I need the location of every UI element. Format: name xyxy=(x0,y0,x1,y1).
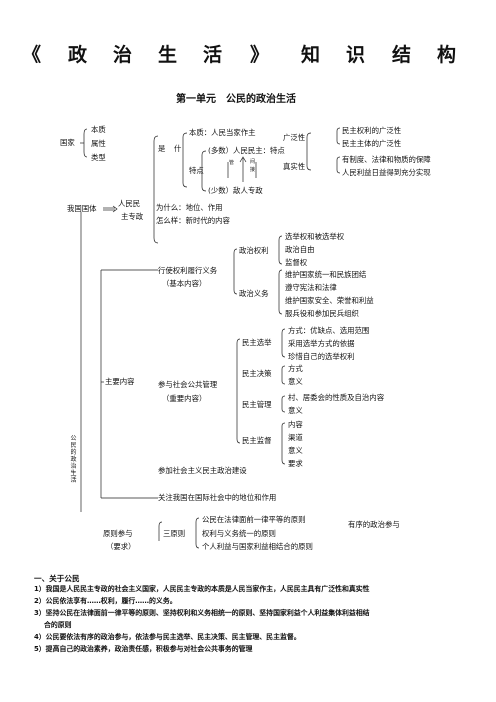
node-guoti: 我国国体 xyxy=(67,204,97,213)
node-shuxing: 属性 xyxy=(91,139,106,148)
node-y2: 遵守宪法和法律 xyxy=(285,283,337,292)
footer-item: 3）坚持公民在法律面前一律平等的原则、坚持权利和义务相统一的原则、坚持国家利益个… xyxy=(34,609,370,617)
unit-subtitle: 第一单元 公民的政治生活 xyxy=(176,94,296,105)
node-jd1: 内容 xyxy=(288,420,303,429)
node-shi: 是 xyxy=(158,144,166,153)
node-zenmeyang: 怎么样：新时代的内容 xyxy=(156,216,230,225)
node-y1: 维护国家统一和民族团结 xyxy=(285,270,367,279)
footer-item: 2）公民依法享有……权利，履行……的义务。 xyxy=(34,597,177,605)
node-guangfanxing: 广泛性 xyxy=(283,133,306,142)
title-char: 活 xyxy=(203,44,223,66)
node-mzxj: 民主选举 xyxy=(242,338,272,347)
node-gl1: 村、居委会的性质及自治内容 xyxy=(288,393,385,402)
node-zhongyao-neirong: （重要内容） xyxy=(162,394,207,403)
node-zhuanzheng: 主专政 xyxy=(121,212,144,221)
node-jd2: 渠道 xyxy=(288,433,303,442)
node-gf1: 民主权利的广泛性 xyxy=(342,126,402,135)
node-yaoqiu: （要求） xyxy=(106,542,136,551)
node-jd4: 要求 xyxy=(288,459,303,468)
node-zhuyao-neirong: 主要内容 xyxy=(105,377,135,386)
title-char: 《 xyxy=(22,44,42,66)
node-canjia-shehui: 参加社会主义民主政治建设 xyxy=(158,466,247,475)
node-gf2: 民主主体的广泛性 xyxy=(342,139,402,148)
node-jc1: 方式 xyxy=(288,364,303,373)
node-weishenme: 为什么：地位、作用 xyxy=(156,203,223,212)
node-zhengzhi-quanli: 政治权利 xyxy=(239,246,269,255)
node-jiben-neirong: （基本内容） xyxy=(162,279,207,288)
node-zhijie-mark: 间 xyxy=(250,159,256,165)
node-q2: 政治自由 xyxy=(285,245,315,254)
node-zs2: 人民利益日益得到充分实现 xyxy=(342,168,431,177)
title-char: 识 xyxy=(346,44,366,66)
node-xj2: 采用选举方式的依据 xyxy=(288,339,355,348)
footer-item: 4）公民要依法有序的政治参与，依法参与民主选举、民主决策、民主管理、民主监督。 xyxy=(34,633,301,641)
node-xj3: 珍惜自己的选举权利 xyxy=(288,352,355,361)
node-sanyuanze: 三原则 xyxy=(163,529,186,538)
footer-heading: 一、关于公民 xyxy=(34,574,80,583)
node-mzjc: 民主决策 xyxy=(242,369,272,378)
node-mzgl: 民主管理 xyxy=(242,400,272,409)
node-jc2: 意义 xyxy=(288,377,303,386)
node-y3: 维护国家安全、荣誉和利益 xyxy=(285,296,374,305)
node-tedian: 特点 xyxy=(189,166,204,175)
node-guanli-mark: 管 xyxy=(229,160,235,166)
node-mzjd: 民主监督 xyxy=(242,436,272,445)
node-benzhi: 本质 xyxy=(91,125,106,134)
footer-item: 合的原则 xyxy=(44,621,72,629)
node-zs1: 有制度、法律和物质的保障 xyxy=(342,155,431,164)
node-zhenshixing: 真实性 xyxy=(283,162,306,171)
node-guanzhu: 关注我国在国际社会中的地位和作用 xyxy=(158,493,277,502)
title-char: 结 xyxy=(392,44,412,66)
title-char: 治 xyxy=(113,44,133,66)
node-gl2: 意义 xyxy=(288,406,303,415)
node-leixing: 类型 xyxy=(91,153,106,162)
node-xj1: 方式：优缺点、选用范围 xyxy=(288,326,370,335)
vertical-label: 公民的政治生活 xyxy=(70,435,77,484)
node-canyu: 参与社会公共管理 xyxy=(158,380,218,389)
node-q3: 监督权 xyxy=(285,258,308,267)
node-benzhi-desc: 本质：人民当家作主 xyxy=(189,128,256,137)
title-char: 生 xyxy=(158,44,178,66)
title-char: 知 xyxy=(301,44,321,66)
node-xingshi: 行使权利履行义务 xyxy=(158,266,218,275)
node-ren: 什 xyxy=(174,144,182,153)
node-shaoshu: (少数）敌人专政 xyxy=(208,186,263,195)
node-r1: 公民在法律面前一律平等的原则 xyxy=(202,515,306,524)
title-char: 构 xyxy=(437,44,457,66)
node-r2: 权利与义务统一的原则 xyxy=(202,529,276,538)
node-q1: 选举权和被选举权 xyxy=(285,232,345,241)
node-duoshu: (多数）人民民主：特点 xyxy=(208,146,285,155)
footer-item: 1）我国是人民民主专政的社会主义国家，人民民主专政的本质是人民当家作主，人民民主… xyxy=(34,585,370,593)
title-char: 政 xyxy=(68,44,88,66)
node-jd3: 意义 xyxy=(288,446,303,455)
node-youxu: 有序的政治参与 xyxy=(348,520,400,529)
title-char: 》 xyxy=(250,44,270,66)
node-renmin-minzhu: 人民民 xyxy=(118,199,141,208)
node-guojia: 国家 xyxy=(60,138,75,147)
node-jieshi-mark: 接 xyxy=(250,167,256,173)
node-r3: 个人利益与国家利益相结合的原则 xyxy=(202,542,313,551)
node-zhengzhi-yiwu: 政治义务 xyxy=(239,289,269,298)
footer-item: 5）提高自己的政治素养，政治责任感，积极参与对社会公共事务的管理 xyxy=(34,645,253,653)
node-y4: 服兵役和参加民兵组织 xyxy=(285,309,359,318)
node-yuanze: 原则参与 xyxy=(103,529,133,538)
